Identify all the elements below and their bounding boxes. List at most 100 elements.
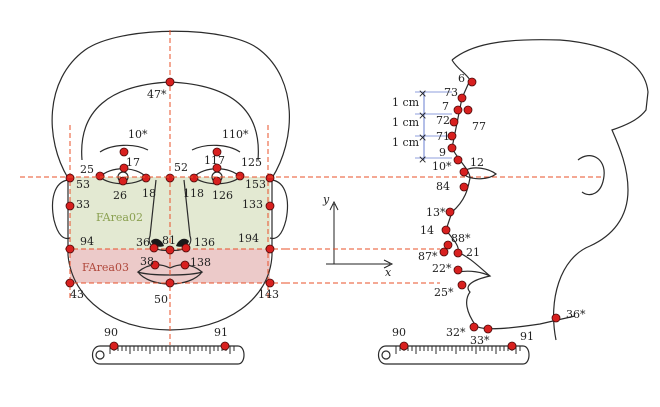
svg-text:90: 90: [104, 326, 118, 339]
svg-text:10*: 10*: [432, 160, 452, 173]
landmark-22: 22*: [432, 262, 463, 275]
landmark-10: 10*: [119, 128, 148, 157]
landmark-53: 53: [65, 173, 90, 191]
svg-text:71: 71: [436, 130, 450, 143]
svg-text:94: 94: [80, 235, 94, 248]
landmark-90: 90: [104, 326, 119, 351]
svg-text:26: 26: [113, 189, 127, 202]
farea02-label: FArea02: [96, 211, 143, 224]
landmark-12: 12: [453, 155, 484, 169]
svg-text:×: ×: [418, 109, 427, 122]
landmark-125: 125: [235, 156, 262, 181]
svg-text:91: 91: [520, 330, 534, 343]
profile-landmarks: 6 73 7 72 77 71 9 12 10* 84 13* 14 88* 2…: [392, 72, 586, 351]
svg-text:21: 21: [466, 246, 480, 259]
landmark-33: 33: [65, 198, 90, 211]
svg-text:194: 194: [238, 232, 259, 245]
landmark-21: 21: [453, 246, 480, 259]
svg-text:25*: 25*: [434, 286, 454, 299]
front-landmarks: 47* 10* 110* 25 17 52 117 125 53 26 18 1…: [65, 77, 279, 351]
coordinate-axes: y x: [322, 193, 394, 279]
landmark-7: 7: [442, 100, 463, 115]
landmark-47: 47*: [147, 77, 175, 101]
landmark-32: 32*: [446, 322, 479, 339]
svg-text:73: 73: [444, 86, 458, 99]
landmark-91-profile: 91: [507, 330, 534, 351]
landmark-94: 94: [65, 235, 94, 254]
landmark-52: 52: [165, 161, 188, 183]
right-eyebrow: [191, 144, 241, 153]
landmark-25: 25: [80, 163, 105, 181]
left-eyebrow: [99, 144, 149, 153]
svg-text:125: 125: [241, 156, 262, 169]
svg-text:138: 138: [190, 256, 211, 269]
svg-text:10*: 10*: [128, 128, 148, 141]
svg-text:77: 77: [472, 120, 486, 133]
profile-head-outline: [451, 39, 649, 341]
svg-text:133: 133: [242, 198, 263, 211]
landmark-84: 84: [436, 180, 469, 193]
svg-text:88*: 88*: [451, 232, 471, 245]
svg-text:50: 50: [154, 293, 168, 306]
landmark-6: 6: [458, 72, 477, 87]
svg-text:7: 7: [442, 100, 449, 113]
landmark-36: 36: [136, 236, 159, 253]
landmark-87: 87*: [418, 247, 449, 263]
landmark-50: 50: [154, 278, 175, 306]
svg-text:143: 143: [258, 288, 279, 301]
svg-text:118: 118: [183, 187, 204, 200]
svg-text:126: 126: [212, 189, 233, 202]
svg-text:14: 14: [420, 224, 434, 237]
landmark-110: 110*: [212, 128, 249, 157]
profile-ear: [577, 155, 605, 196]
landmark-13: 13*: [426, 206, 455, 219]
svg-text:90: 90: [392, 326, 406, 339]
landmark-17: 17: [119, 156, 140, 173]
landmark-36-profile: 36*: [551, 308, 586, 323]
right-ear: [269, 179, 289, 240]
svg-text:84: 84: [436, 180, 450, 193]
landmark-10-profile: 10*: [432, 160, 469, 177]
front-face-outline: [51, 30, 291, 331]
landmark-18: 18: [141, 173, 156, 200]
svg-text:22*: 22*: [432, 262, 452, 275]
svg-text:117: 117: [204, 154, 225, 167]
svg-text:×: ×: [418, 87, 427, 100]
svg-text:43: 43: [70, 288, 84, 301]
svg-text:32*: 32*: [446, 326, 466, 339]
landmark-73: 73: [444, 86, 467, 103]
svg-text:47*: 47*: [147, 88, 167, 101]
svg-text:91: 91: [214, 326, 228, 339]
svg-text:33: 33: [76, 198, 90, 211]
svg-text:17: 17: [126, 156, 140, 169]
scale-label-2: 1 cm: [392, 116, 420, 129]
farea03-label: FArea03: [82, 261, 129, 274]
svg-text:33*: 33*: [470, 334, 490, 347]
svg-text:153: 153: [245, 178, 266, 191]
svg-text:×: ×: [418, 153, 427, 166]
svg-text:9: 9: [439, 146, 446, 159]
landmark-14: 14: [420, 224, 451, 237]
y-axis-label: y: [322, 193, 330, 206]
scale-label-1: 1 cm: [392, 96, 420, 109]
svg-text:13*: 13*: [426, 206, 446, 219]
scale-label-3: 1 cm: [392, 136, 420, 149]
svg-text:87*: 87*: [418, 250, 438, 263]
profile-view: × × × × 1 cm 1 cm 1 cm: [377, 39, 649, 365]
landmark-81: 81: [162, 234, 176, 255]
landmark-194: 194: [238, 232, 275, 254]
landmark-9: 9: [439, 143, 457, 159]
farea02-region: [70, 177, 270, 249]
x-axis-label: x: [385, 266, 392, 279]
front-ruler: [91, 345, 245, 365]
landmark-71: 71: [436, 130, 457, 143]
landmark-143: 143: [258, 278, 279, 301]
svg-text:18: 18: [142, 187, 156, 200]
landmark-77: 77: [463, 105, 486, 133]
landmark-88: 88*: [443, 232, 471, 250]
landmark-90-profile: 90: [392, 326, 409, 351]
landmark-138: 138: [180, 256, 211, 270]
landmark-25-profile: 25*: [434, 280, 467, 299]
